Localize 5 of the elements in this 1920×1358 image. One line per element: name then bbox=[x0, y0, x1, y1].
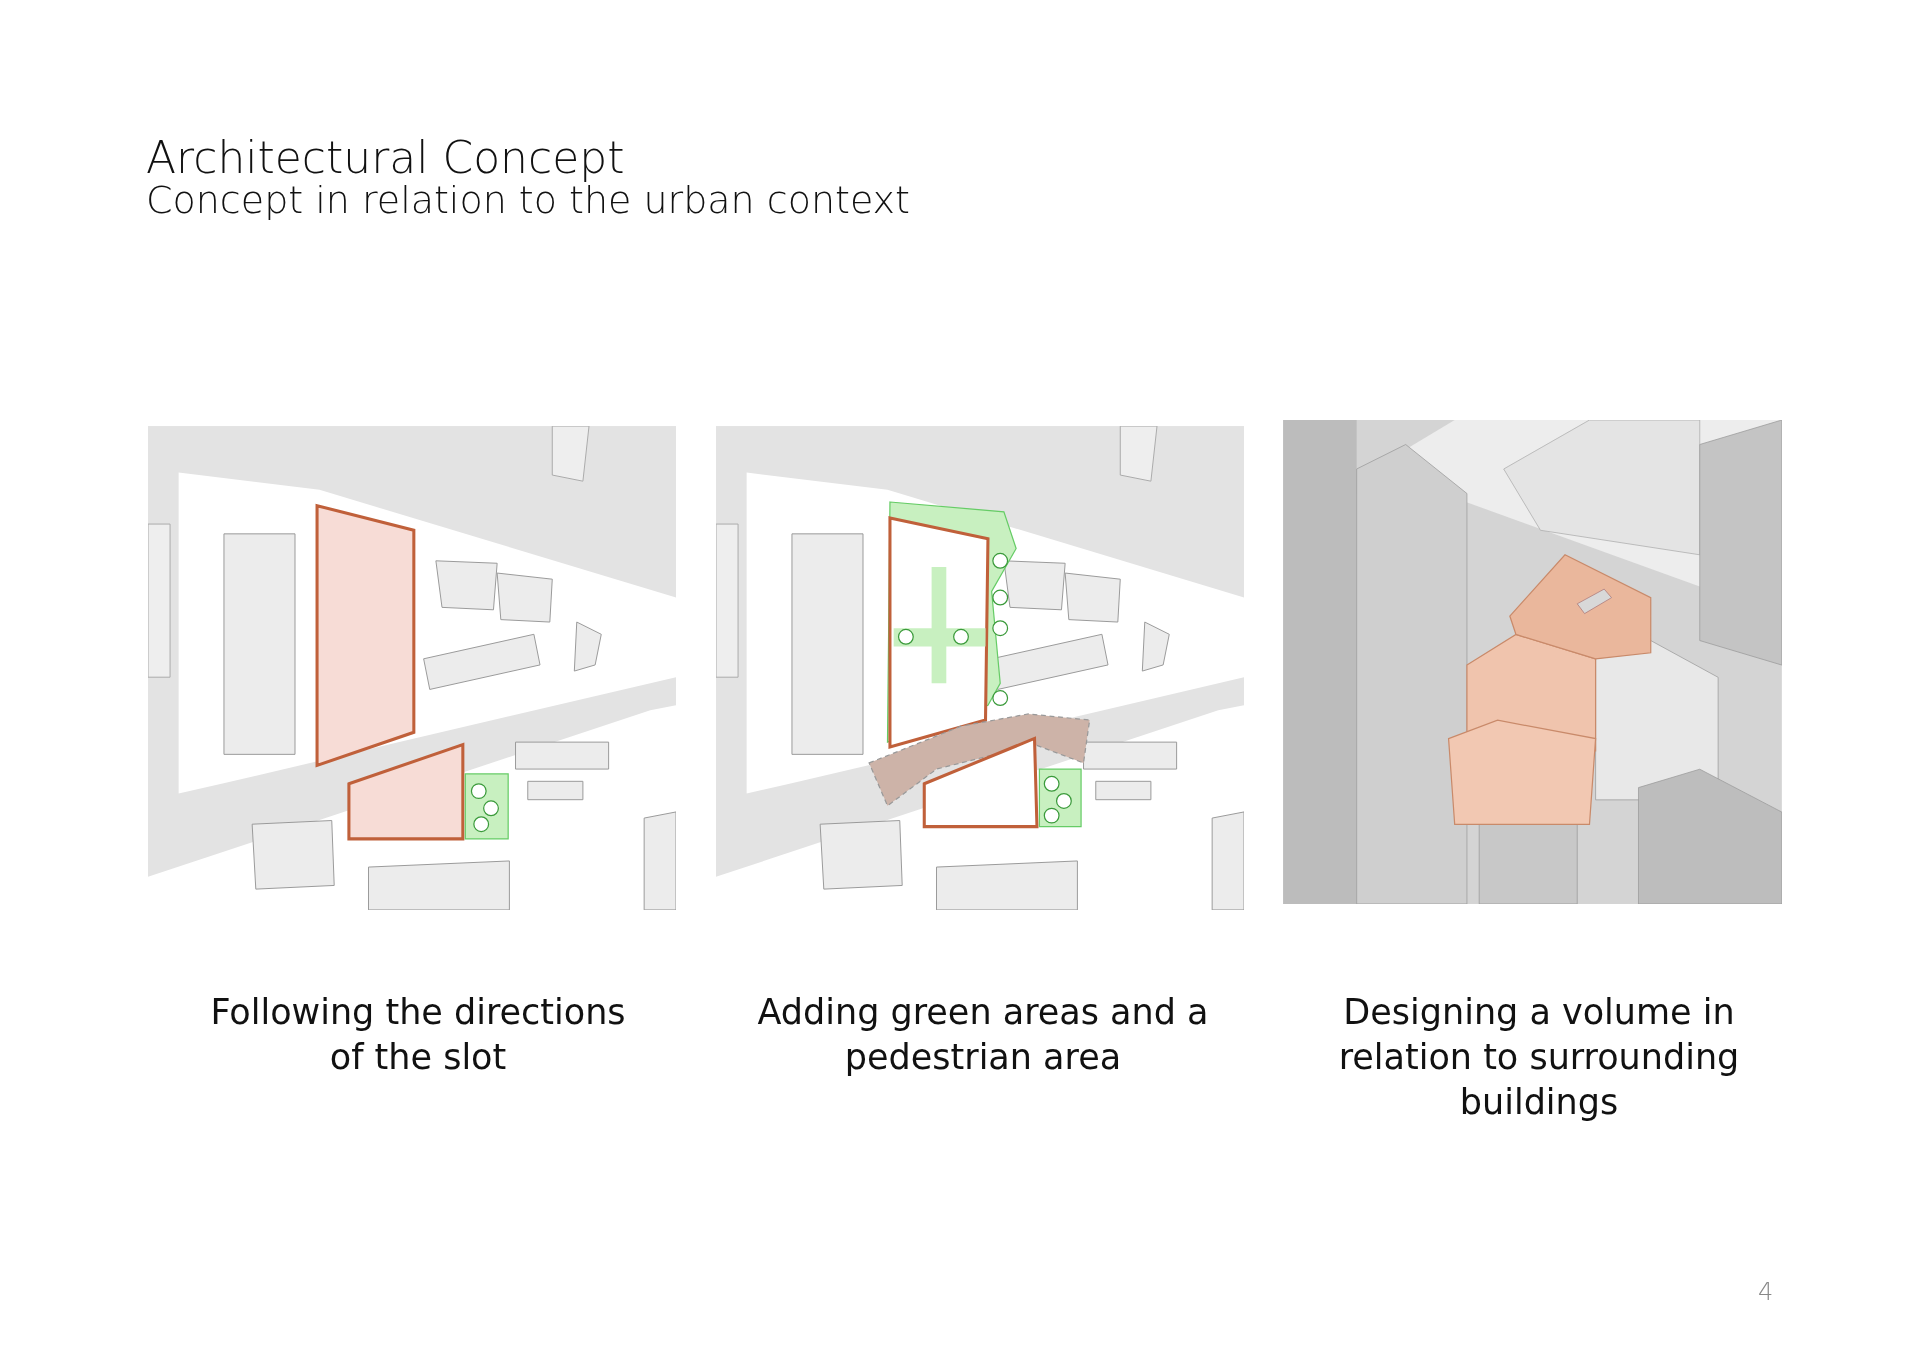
page-title: Architectural Concept bbox=[146, 132, 625, 183]
page-number: 4 bbox=[1758, 1278, 1774, 1306]
caption: Adding green areas and a pedestrian area bbox=[756, 991, 1210, 1079]
caption: Following the directions of the slot bbox=[209, 991, 627, 1079]
caption: Designing a volume in relation to surrounding buildings bbox=[1337, 991, 1741, 1124]
